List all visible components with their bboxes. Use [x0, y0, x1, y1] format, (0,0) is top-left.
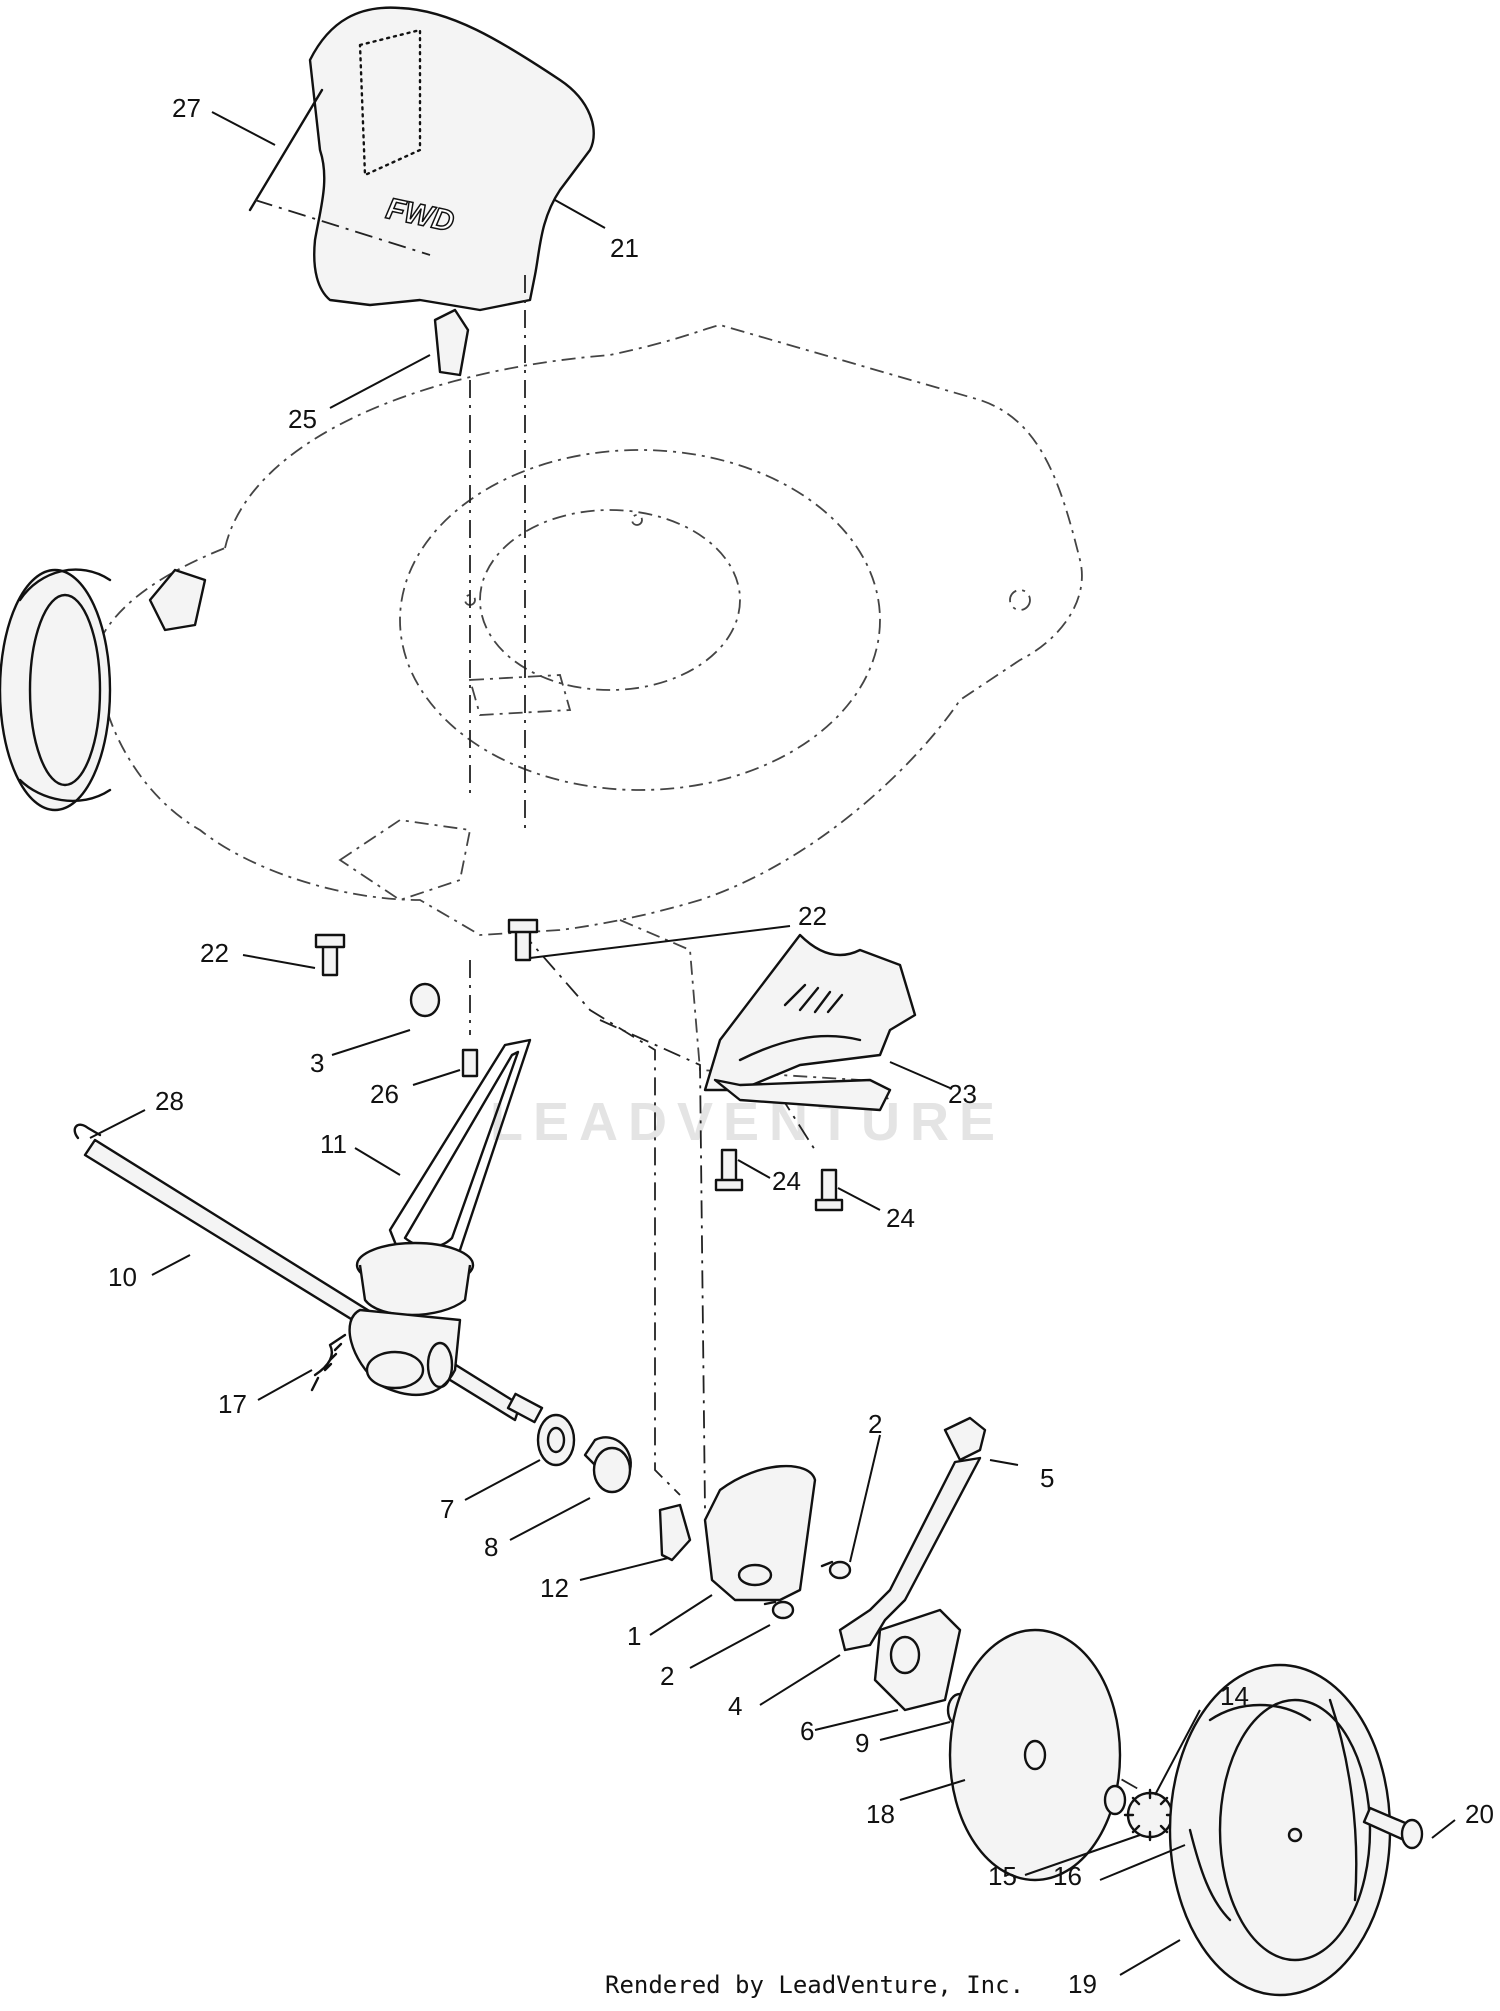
- belt-guard: [703, 933, 917, 1112]
- wheel-bolt: [1362, 1806, 1424, 1850]
- wheel-plate: [703, 1464, 817, 1602]
- callout-28: 28: [155, 1086, 184, 1116]
- callout-11: 11: [320, 1129, 347, 1159]
- bearing: [536, 1413, 576, 1467]
- plate-bolt-upper: [820, 1560, 852, 1580]
- callout-19: 19: [1068, 1969, 1097, 1999]
- stud: [461, 1048, 479, 1078]
- screw-left: [314, 933, 346, 977]
- transmission: [348, 1241, 475, 1397]
- callout-14: 14: [1220, 1681, 1249, 1711]
- callout-15: 15: [988, 1861, 1017, 1891]
- rear-wheel: [1168, 1663, 1392, 1997]
- callout-9: 9: [855, 1728, 869, 1758]
- callout-3: 3: [310, 1048, 324, 1078]
- callout-24-left: 24: [772, 1166, 801, 1196]
- callout-18: 18: [866, 1799, 895, 1829]
- callout-1: 1: [627, 1621, 641, 1651]
- wheel-disc: [948, 1628, 1122, 1882]
- callout-26: 26: [370, 1079, 399, 1109]
- callout-12: 12: [540, 1573, 569, 1603]
- drive-axle: [83, 1138, 544, 1424]
- front-cover-fwd: FWD: [308, 6, 595, 312]
- screw-right: [507, 918, 539, 962]
- drive-gear: [1123, 1788, 1177, 1842]
- callout-4: 4: [728, 1691, 742, 1721]
- render-credit: Rendered by LeadVenture, Inc.: [605, 1971, 1024, 1999]
- callouts: 27 21 25 22 22 3 26 23 28 11 24 24 10 17…: [108, 93, 1494, 1999]
- gear-washer: [1103, 1784, 1127, 1816]
- callout-25: 25: [288, 404, 317, 434]
- leader-lines: [89, 111, 1456, 1976]
- callout-21: 21: [610, 233, 639, 263]
- callout-16: 16: [1053, 1861, 1082, 1891]
- callout-10: 10: [108, 1262, 137, 1292]
- callout-27: 27: [172, 93, 201, 123]
- callout-2-upper: 2: [868, 1409, 882, 1439]
- callout-2-lower: 2: [660, 1661, 674, 1691]
- callout-8: 8: [484, 1532, 498, 1562]
- watermark-text: LEADVENTURE: [490, 1092, 1005, 1152]
- clip: [433, 308, 470, 377]
- callout-22-left: 22: [200, 938, 229, 968]
- extension-spring: [310, 1333, 347, 1392]
- bolt-right: [814, 1168, 844, 1212]
- hair-pin: [73, 1123, 102, 1140]
- spacer: [409, 982, 441, 1018]
- callout-5: 5: [1040, 1463, 1054, 1493]
- callout-23: 23: [948, 1079, 977, 1109]
- bracket: [658, 1503, 692, 1562]
- callout-22-right: 22: [798, 901, 827, 931]
- callout-6: 6: [800, 1716, 814, 1746]
- height-adjust-lever: [838, 1456, 982, 1652]
- plate-bolt-lower: [763, 1600, 795, 1620]
- height-adjust-knob: [943, 1416, 987, 1462]
- callout-17: 17: [218, 1389, 247, 1419]
- bushing: [583, 1436, 632, 1494]
- callout-7: 7: [440, 1494, 454, 1524]
- bolt-left: [714, 1148, 744, 1192]
- left-rear-wheel: [0, 568, 207, 812]
- decal: [248, 88, 324, 212]
- callout-20: 20: [1465, 1799, 1494, 1829]
- pivot-bracket: [873, 1608, 962, 1712]
- mower-deck-outline: [97, 324, 1083, 1101]
- callout-24-right: 24: [886, 1203, 915, 1233]
